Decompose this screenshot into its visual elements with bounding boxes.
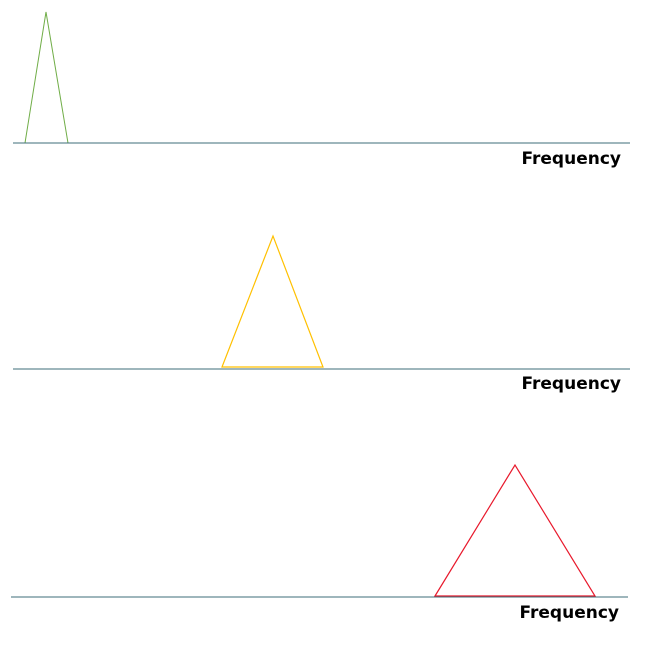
panel-2: Frequency bbox=[13, 234, 630, 394]
spectrum-peak-wide bbox=[433, 463, 597, 597]
frequency-axis-label: Frequency bbox=[521, 374, 621, 394]
spectrum-peak-medium bbox=[221, 234, 324, 368]
panel-3: Frequency bbox=[11, 463, 628, 623]
frequency-axis-label: Frequency bbox=[521, 149, 621, 169]
frequency-axis-label: Frequency bbox=[519, 603, 619, 623]
panel-1: Frequency bbox=[13, 11, 630, 169]
spectrum-peak-narrow bbox=[24, 11, 69, 144]
